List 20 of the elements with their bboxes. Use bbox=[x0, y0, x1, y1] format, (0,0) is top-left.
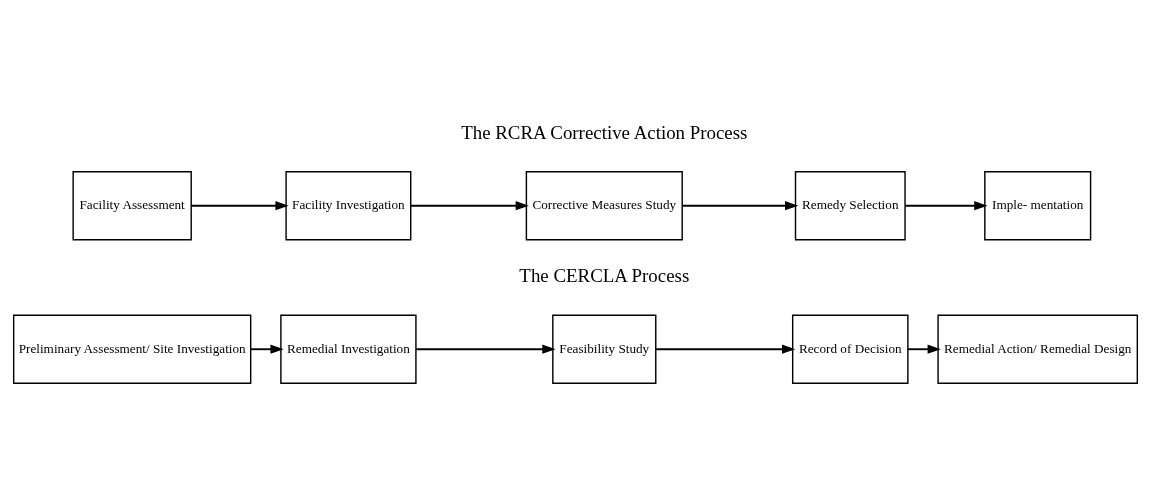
node-box: Remedy Selection bbox=[794, 171, 906, 241]
arrow bbox=[250, 344, 284, 354]
node-box: Facility Assessment bbox=[72, 171, 192, 241]
node-box: Preliminary Assessment/ Site Investigation bbox=[12, 314, 252, 384]
node-box: Imple- mentation bbox=[984, 171, 1092, 241]
node-box: Corrective Measures Study bbox=[525, 171, 683, 241]
node-box: Feasibility Study bbox=[552, 314, 657, 384]
node-box: Facility Investigation bbox=[285, 171, 412, 241]
node-box: Remedial Action/ Remedial Design bbox=[937, 314, 1139, 384]
arrow bbox=[681, 201, 799, 211]
label: The RCRA Corrective Action Process bbox=[461, 121, 748, 143]
arrow bbox=[654, 344, 796, 354]
arrow bbox=[906, 344, 941, 354]
node-box: Remedial Investigation bbox=[280, 314, 417, 384]
arrow bbox=[904, 201, 988, 211]
arrow bbox=[190, 201, 289, 211]
arrow bbox=[415, 344, 556, 354]
label: The CERCLA Process bbox=[519, 265, 690, 287]
arrow bbox=[409, 201, 529, 211]
node-box: Record of Decision bbox=[791, 314, 909, 384]
